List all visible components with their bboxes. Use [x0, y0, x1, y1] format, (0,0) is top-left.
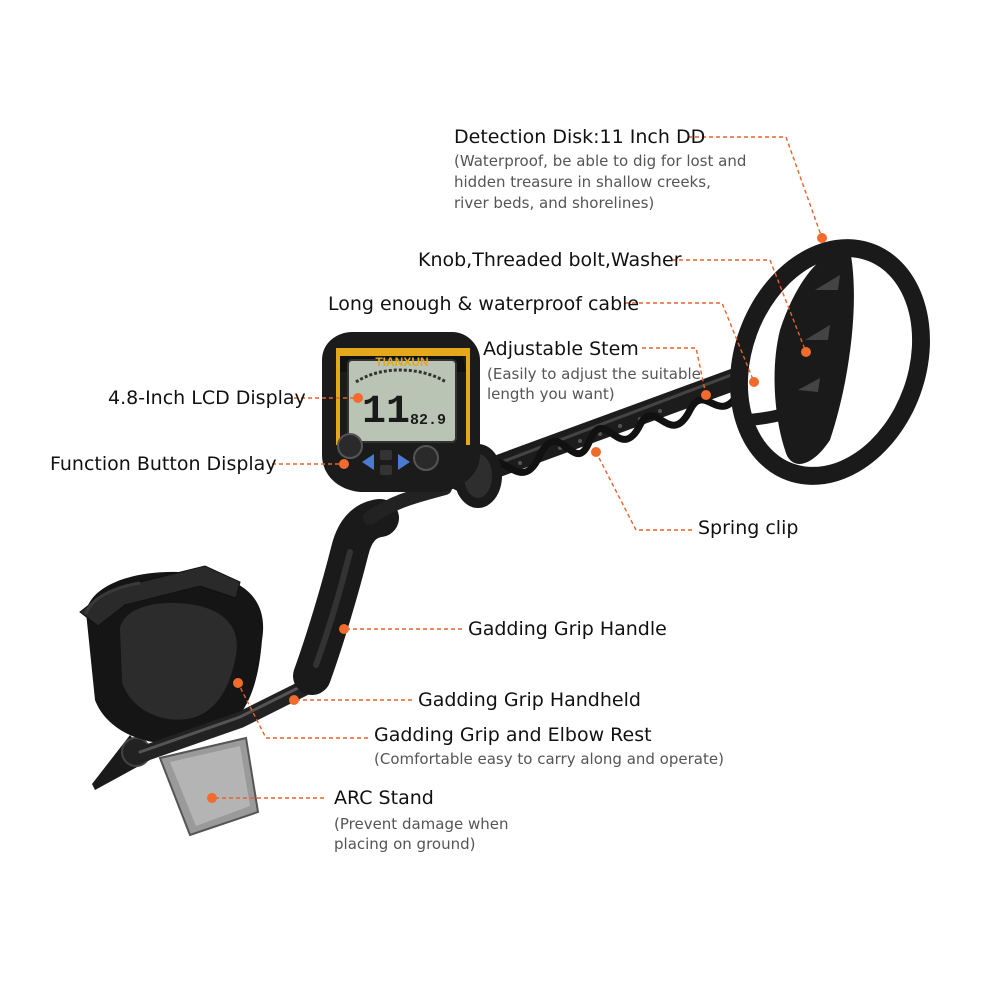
label-spring-clip: Spring clip [698, 517, 799, 539]
lcd-screen [347, 359, 457, 443]
label-grip-handheld: Gadding Grip Handheld [418, 689, 641, 711]
label-arc-stand-desc-1: (Prevent damage when [334, 815, 509, 833]
label-knob: Knob,Threaded bolt,Washer [418, 249, 682, 271]
arc-stand [92, 735, 260, 837]
main-shaft [449, 359, 771, 491]
elbow-rest [79, 565, 264, 744]
label-arc-stand: ARC Stand [334, 787, 434, 809]
label-elbow-rest: Gadding Grip and Elbow Rest [374, 724, 652, 746]
label-adjustable-stem: Adjustable Stem [483, 338, 639, 360]
label-stem-desc-2: length you want) [487, 385, 615, 403]
search-coil [730, 239, 930, 485]
label-detection-disk: Detection Disk:11 Inch DD [454, 126, 706, 148]
label-lcd-display: 4.8-Inch LCD Display [108, 387, 306, 409]
label-grip-handle: Gadding Grip Handle [468, 618, 667, 640]
annotation-dots [207, 233, 827, 803]
label-detection-disk-desc-3: river beds, and shorelines) [454, 194, 655, 212]
brand-logo: TIANXUN [375, 355, 428, 369]
label-cable: Long enough & waterproof cable [328, 293, 640, 315]
label-stem-desc-1: (Easily to adjust the suitable [487, 365, 701, 383]
label-function-button: Function Button Display [50, 453, 277, 475]
label-detection-disk-desc-2: hidden treasure in shallow creeks, [454, 173, 711, 191]
annotation-lines [212, 136, 823, 799]
label-detection-disk-desc-1: (Waterproof, be able to dig for lost and [454, 152, 747, 170]
left-knob [337, 433, 363, 459]
label-arc-stand-desc-2: placing on ground) [334, 835, 476, 853]
right-knob [413, 445, 439, 471]
lcd-small-digits: 82.9 [410, 412, 446, 429]
control-box [322, 332, 480, 492]
lcd-big-digits: 11 [362, 390, 410, 435]
label-elbow-rest-desc: (Comfortable easy to carry along and ope… [374, 750, 724, 768]
